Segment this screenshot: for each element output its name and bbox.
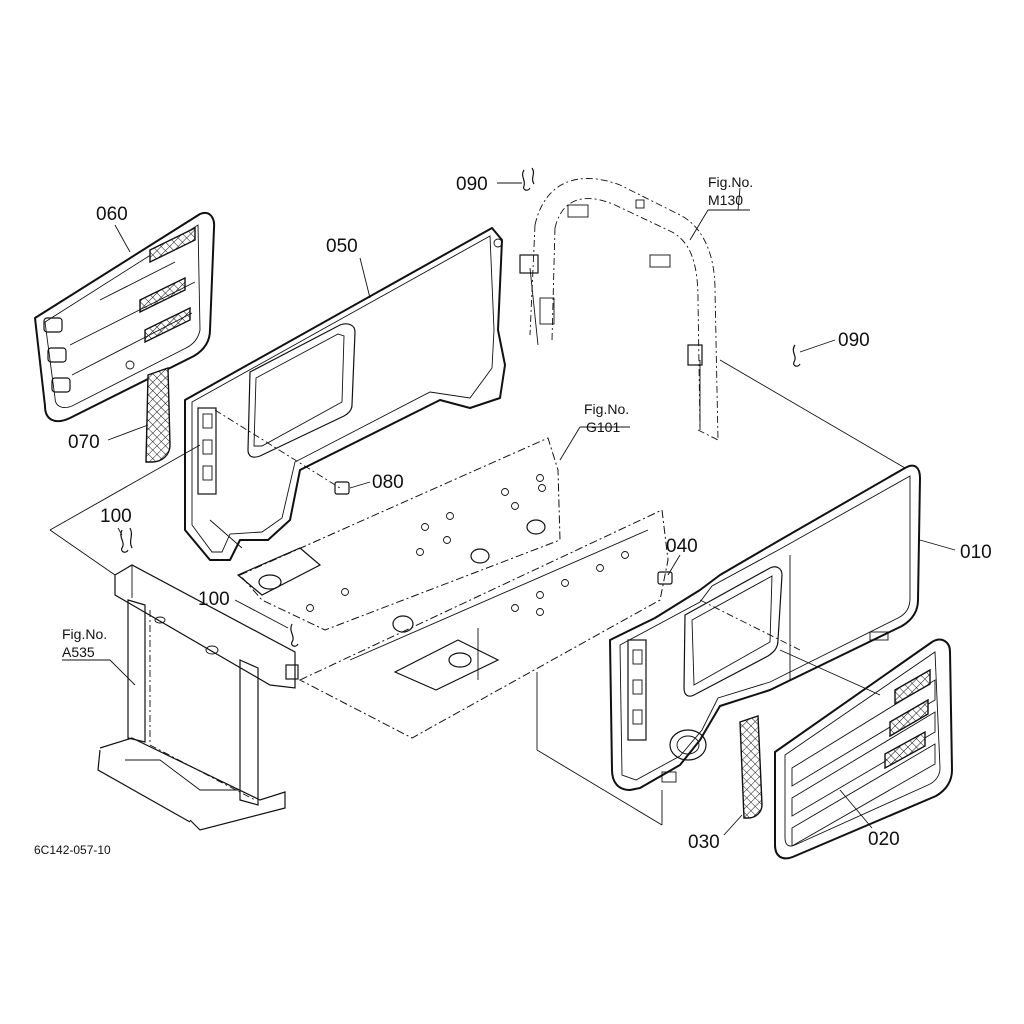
hook-clip-090-right <box>792 344 801 367</box>
leader-lines <box>62 182 956 836</box>
label-060: 060 <box>96 204 128 225</box>
label-010: 010 <box>960 542 992 563</box>
floor-plate <box>236 437 669 739</box>
assembly-guide-lines <box>49 267 906 826</box>
rops-frame <box>519 178 719 441</box>
hook-clip-100-left <box>120 527 133 553</box>
hook-clip-090-top <box>521 167 535 191</box>
rear-panel-050 <box>184 227 506 561</box>
fig-ref-g101-title: Fig.No. <box>584 401 629 417</box>
label-020: 020 <box>868 829 900 850</box>
mesh-screen-070 <box>145 367 171 463</box>
fig-ref-m130-title: Fig.No. <box>708 174 753 190</box>
hook-clip-100-right <box>290 623 299 647</box>
fig-ref-m130-number: M130 <box>708 192 743 208</box>
label-070: 070 <box>68 432 100 453</box>
floor-nuts <box>392 519 546 633</box>
fig-ref-a535-number: A535 <box>62 644 95 660</box>
part-labels: 060 050 070 080 090 090 010 040 100 100 … <box>68 174 992 853</box>
louver-panel-020 <box>774 638 953 860</box>
label-080: 080 <box>372 472 404 493</box>
seat-frame <box>97 564 299 831</box>
label-030: 030 <box>688 832 720 853</box>
label-090-right: 090 <box>838 330 870 351</box>
louver-panel-060 <box>34 212 216 423</box>
mesh-screen-030 <box>739 715 763 819</box>
drawing-code: 6C142-057-10 <box>34 843 111 857</box>
label-100-left: 100 <box>100 506 132 527</box>
clip-080 <box>334 481 350 495</box>
clip-040 <box>657 571 673 585</box>
side-panel-010 <box>609 464 921 791</box>
figure-refs: Fig.No. M130 Fig.No. G101 Fig.No. A535 <box>62 174 753 660</box>
label-090-top: 090 <box>456 174 488 195</box>
floor-holes <box>306 474 629 616</box>
fig-ref-a535-title: Fig.No. <box>62 626 107 642</box>
label-050: 050 <box>326 236 358 257</box>
label-040: 040 <box>666 536 698 557</box>
label-100-right: 100 <box>198 589 230 610</box>
fig-ref-g101-number: G101 <box>586 419 620 435</box>
